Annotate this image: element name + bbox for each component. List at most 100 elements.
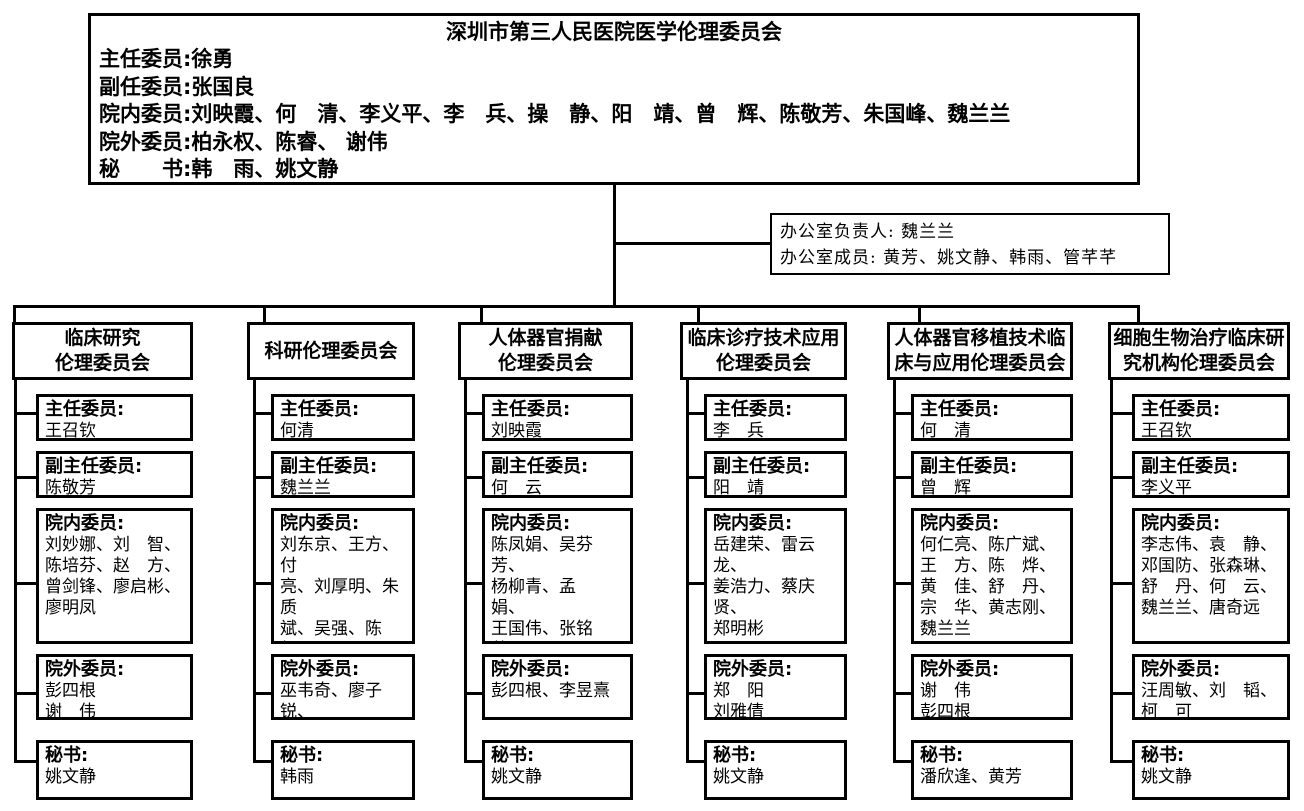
column-stub <box>893 692 911 695</box>
internal-members-box: 院内委员: 陈凤娟、吴芬芳、 杨柳青、孟 娟、 王国伟、张铭芙、 郑优柔 <box>482 508 633 644</box>
vice-chair-box: 副主任委员: 何 云 <box>482 451 633 498</box>
section-names: 姚文静 <box>45 767 96 787</box>
section-names: 韩雨 <box>280 767 314 787</box>
section-label: 院外委员: <box>45 659 125 680</box>
section-names: 李 兵 <box>713 421 764 441</box>
column-stub <box>893 760 911 763</box>
section-label: 院外委员: <box>280 659 360 680</box>
column-stub <box>686 582 704 585</box>
column-stub <box>464 412 482 415</box>
section-label: 院内委员: <box>280 513 360 534</box>
external-members-box: 院外委员: 彭四根、李昱熹 <box>482 654 633 720</box>
office-leader-row: 办公室负责人: 魏兰兰 <box>780 222 956 242</box>
external-members-box: 院外委员: 彭四根 谢 伟 <box>36 654 193 720</box>
column-stub <box>893 582 911 585</box>
main-vice-chair-row: 副任委员:张国良 <box>99 74 255 99</box>
section-label: 秘书: <box>920 745 964 766</box>
column-stub <box>1110 692 1132 695</box>
section-names: 何仁亮、陈广斌、 王 方、陈 烨、 黄 佳、舒 丹、 宗 华、黄志刚、 魏兰兰 <box>920 535 1056 639</box>
column-stub <box>686 476 704 479</box>
column-stub <box>253 582 271 585</box>
section-label: 主任委员: <box>45 399 125 420</box>
main-secretary-row: 秘 书:韩 雨、姚文静 <box>99 157 339 181</box>
external-members-box: 院外委员: 郑 阳 刘雅倩 <box>704 654 847 720</box>
section-label: 副主任委员: <box>45 456 143 477</box>
section-label: 主任委员: <box>280 399 360 420</box>
column-stub <box>893 412 911 415</box>
main-external-members-row: 院外委员:柏永权、陈睿、 谢伟 <box>99 129 388 154</box>
column-stub <box>14 476 36 479</box>
committee-header: 临床研究 伦理委员会 <box>12 322 193 380</box>
section-names: 姚文静 <box>1141 767 1192 787</box>
section-label: 副主任委员: <box>713 456 811 477</box>
section-names: 何 云 <box>491 478 542 498</box>
connector-drop-2 <box>263 305 266 324</box>
connector-drop-4 <box>697 305 700 324</box>
column-stub <box>253 692 271 695</box>
section-label: 院外委员: <box>920 659 1000 680</box>
column-stub <box>14 760 36 763</box>
external-members-box: 院外委员: 巫韦奇、廖子锐、 郭恩林 <box>271 654 415 720</box>
committee-column-clinical-diagnosis-tech: 临床诊疗技术应用 伦理委员会 主任委员: 李 兵 副主任委员: 阳 靖 院内委员… <box>680 320 847 800</box>
vice-chair-box: 副主任委员: 阳 靖 <box>704 451 847 498</box>
column-stub <box>253 412 271 415</box>
committee-column-scientific-research: 科研伦理委员会 主任委员: 何清 副主任委员: 魏兰兰 院内委员: 刘东京、王方… <box>247 320 415 800</box>
main-committee-title: 深圳市第三人民医院医学伦理委员会 <box>446 20 782 44</box>
chair-box: 主任委员: 刘映霞 <box>482 394 633 441</box>
column-stub <box>686 412 704 415</box>
section-names: 刘映霞 <box>491 421 542 441</box>
section-names: 王召钦 <box>1141 421 1192 441</box>
main-committee-box: 深圳市第三人民医院医学伦理委员会 主任委员:徐勇 副任委员:张国良 院内委员:刘… <box>88 13 1140 185</box>
secretary-box: 秘书: 姚文静 <box>704 740 847 800</box>
section-names: 李志伟、袁 静、 邓国防、张森琳、 舒 丹、何 云、 魏兰兰、唐奇远 <box>1141 535 1277 618</box>
connector-drop-5 <box>918 305 921 324</box>
connector-distribution-horizontal <box>13 305 1140 308</box>
column-stub <box>1110 760 1132 763</box>
section-label: 副主任委员: <box>1141 456 1239 477</box>
secretary-box: 秘书: 姚文静 <box>1132 740 1290 800</box>
column-stub <box>14 582 36 585</box>
committee-column-cell-biotherapy: 细胞生物治疗临床研 究机构伦理委员会 主任委员: 王召钦 副主任委员: 李义平 … <box>1108 320 1290 800</box>
section-names: 王召钦 <box>45 421 96 441</box>
section-label: 秘书: <box>1141 745 1185 766</box>
column-spine <box>686 350 689 762</box>
internal-members-box: 院内委员: 刘妙娜、刘 智、 陈培芬、赵 方、 曾剑锋、廖启彬、 廖明凤 <box>36 508 193 644</box>
column-spine <box>893 350 896 762</box>
committee-column-organ-transplant-tech: 人体器官移植技术临 床与应用伦理委员会 主任委员: 何 清 副主任委员: 曾 辉… <box>887 320 1073 800</box>
section-label: 主任委员: <box>920 399 1000 420</box>
office-members-row: 办公室成员: 黄芳、姚文静、韩雨、管芊芊 <box>780 248 1118 268</box>
section-label: 主任委员: <box>713 399 793 420</box>
column-stub <box>893 476 911 479</box>
section-label: 副主任委员: <box>920 456 1018 477</box>
internal-members-box: 院内委员: 李志伟、袁 静、 邓国防、张森琳、 舒 丹、何 云、 魏兰兰、唐奇远 <box>1132 508 1290 644</box>
connector-drop-3 <box>480 305 483 324</box>
secretary-box: 秘书: 韩雨 <box>271 740 415 800</box>
section-names: 魏兰兰 <box>280 478 331 498</box>
section-label: 院内委员: <box>491 513 571 534</box>
section-names: 陈凤娟、吴芬芳、 杨柳青、孟 娟、 王国伟、张铭芙、 郑优柔 <box>491 535 593 641</box>
chair-box: 主任委员: 王召钦 <box>1132 394 1290 441</box>
section-names: 潘欣逢、黄芳 <box>920 767 1022 787</box>
section-label: 院外委员: <box>1141 659 1221 680</box>
section-names: 郑 阳 刘雅倩 <box>713 681 764 720</box>
external-members-box: 院外委员: 谢 伟 彭四根 <box>911 654 1073 720</box>
connector-office-branch <box>613 242 770 245</box>
committee-header: 科研伦理委员会 <box>247 322 415 380</box>
section-names: 岳建荣、雷云龙、 姜浩力、蔡庆贤、 郑明彬 <box>713 535 815 639</box>
column-stub <box>1110 476 1132 479</box>
section-names: 刘妙娜、刘 智、 陈培芬、赵 方、 曾剑锋、廖启彬、 廖明凤 <box>45 535 181 618</box>
section-names: 何 清 <box>920 421 971 441</box>
section-names: 姚文静 <box>491 767 542 787</box>
section-label: 院内委员: <box>45 513 125 534</box>
column-stub <box>464 582 482 585</box>
section-names: 曾 辉 <box>920 478 971 498</box>
chair-box: 主任委员: 李 兵 <box>704 394 847 441</box>
column-stub <box>686 692 704 695</box>
connector-top-vertical <box>613 184 616 307</box>
connector-drop-6 <box>1137 305 1140 324</box>
chair-box: 主任委员: 王召钦 <box>36 394 193 441</box>
section-label: 院内委员: <box>713 513 793 534</box>
section-names: 刘东京、王方、付 亮、刘厚明、朱质 斌、吴强、陈超、 刘威龙 <box>280 535 399 641</box>
section-label: 秘书: <box>280 745 324 766</box>
column-stub <box>253 476 271 479</box>
